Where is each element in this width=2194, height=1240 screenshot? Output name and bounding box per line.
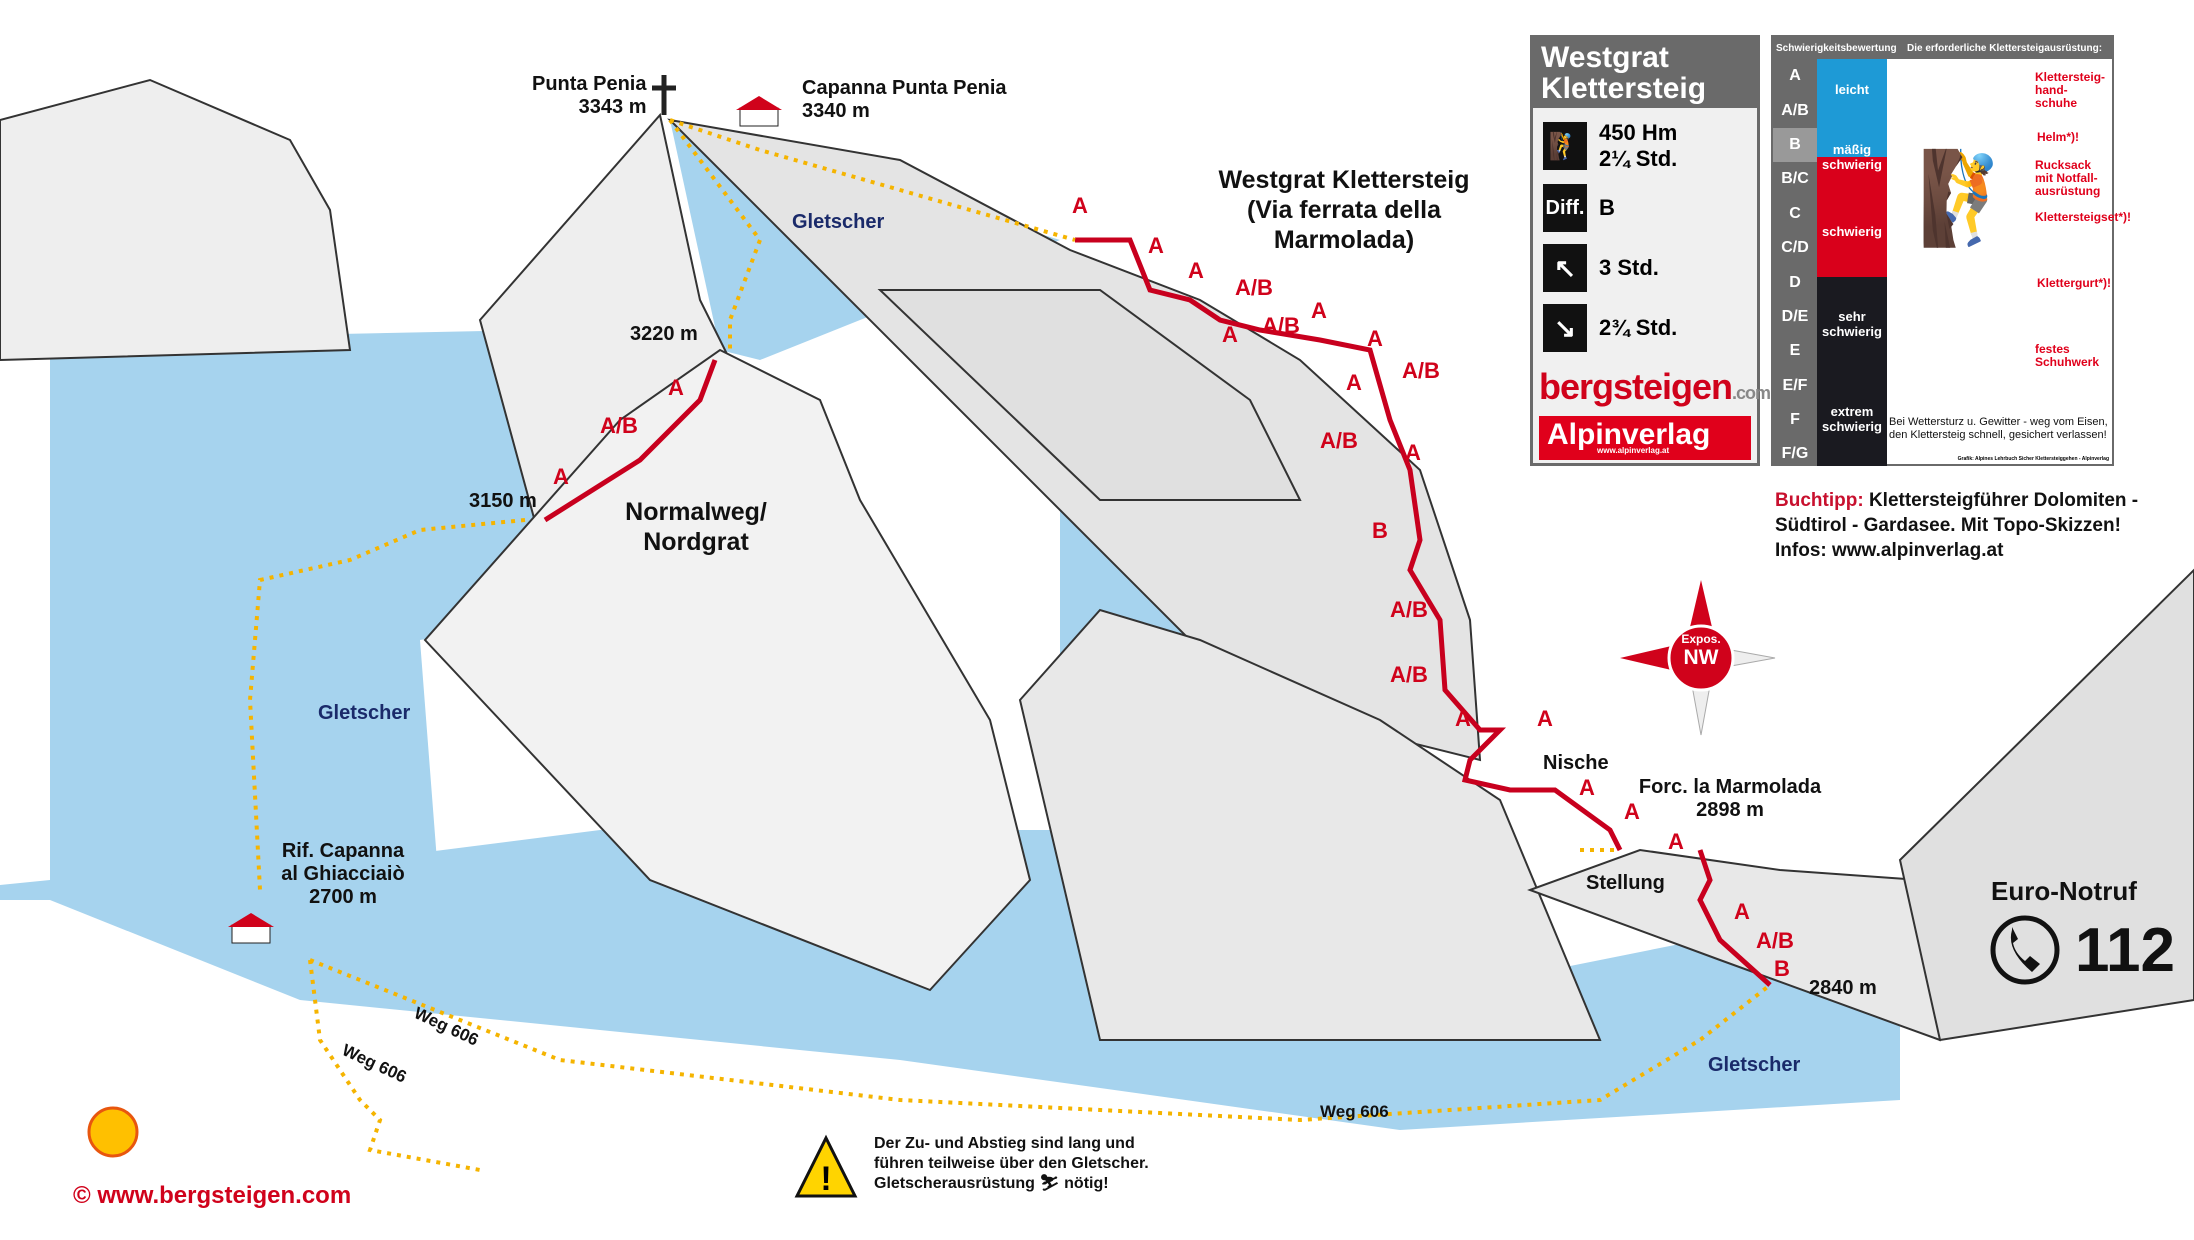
hut-icon xyxy=(228,913,274,944)
equipment-illustration: 🧗 Klettersteig-hand-schuhe Helm*)! Rucks… xyxy=(1887,59,2131,464)
route-grade-label: A xyxy=(1455,706,1471,731)
route-grade-label: A xyxy=(1346,370,1362,395)
altitude-3220: 3220 m xyxy=(630,323,698,345)
warning-icon: ! xyxy=(794,1134,858,1198)
alpinverlag-link[interactable]: Infos: www.alpinverlag.at xyxy=(1775,540,2004,561)
route-grade-label: A xyxy=(1072,193,1088,218)
route-grade-label: A xyxy=(1537,706,1553,731)
climber-figure-icon: 🧗 xyxy=(1917,149,2030,249)
copyright-link[interactable]: © www.bergsteigen.com xyxy=(73,1182,352,1209)
route-grade-label: B xyxy=(1372,518,1388,543)
compass-icon xyxy=(1620,580,1776,736)
stellung-label: Stellung xyxy=(1586,872,1665,894)
route-grade-label: A xyxy=(1668,829,1684,854)
route-grade-label: A/B xyxy=(1235,275,1273,300)
route-grade-label: A/B xyxy=(1390,597,1428,622)
route-line xyxy=(543,237,1772,987)
glacier-label: Gletscher xyxy=(1708,1054,1801,1076)
route-grade-label: B xyxy=(1774,956,1790,981)
bergsteigen-logo: bergsteigen.com xyxy=(1539,366,1771,407)
path-label: Weg 606 xyxy=(1320,1102,1389,1121)
hut-icon xyxy=(736,96,782,127)
route-grade-label: A xyxy=(1367,326,1383,351)
climber-icon: 🧗 xyxy=(1543,122,1587,170)
normalweg-label: Normalweg/Nordgrat xyxy=(625,498,767,556)
glacier-label: Gletscher xyxy=(792,211,885,233)
compass-label: Expos.NW xyxy=(1681,632,1721,670)
route-grade-label: A xyxy=(1148,233,1164,258)
hiking-paths xyxy=(247,118,1772,1172)
summit-cross-icon xyxy=(652,75,676,115)
emergency-number: 112 xyxy=(2075,916,2176,985)
approach-hiker-icon: ↖ xyxy=(1543,244,1587,292)
route-grade-label: A/B xyxy=(600,413,638,438)
glacier-label: Gletscher xyxy=(318,702,411,724)
mountains xyxy=(0,78,2194,1042)
route-grade-label: A/B xyxy=(1262,313,1300,338)
difficulty-icon: Diff. xyxy=(1543,184,1587,232)
route-grade-label: A xyxy=(1405,440,1421,465)
route-grade-label: A xyxy=(553,464,569,489)
route-grade-label: A xyxy=(1311,298,1327,323)
route-grade-label: A xyxy=(1188,258,1204,283)
phone-icon xyxy=(1990,915,2060,985)
sun-icon xyxy=(87,1106,139,1158)
book-tip: Buchtipp: Klettersteigführer Dolomiten -… xyxy=(1775,490,2139,561)
altitude-2840: 2840 m xyxy=(1809,977,1877,999)
descent-hiker-icon: ↘ xyxy=(1543,304,1587,352)
nische-label: Nische xyxy=(1543,752,1609,774)
route-grade-label: A xyxy=(668,375,684,400)
difficulty-legend: Schwierigkeitsbewertung Die erforderlich… xyxy=(1771,35,2131,466)
route-grade-label: A/B xyxy=(1390,662,1428,687)
altitude-3150: 3150 m xyxy=(469,490,537,512)
route-grade-label: A xyxy=(1734,899,1750,924)
svg-text:!: ! xyxy=(820,1160,831,1198)
route-grade-label: A/B xyxy=(1320,428,1358,453)
route-grade-label: A xyxy=(1222,322,1238,347)
route-grade-label: A xyxy=(1624,799,1640,824)
route-grade-label: A/B xyxy=(1402,358,1440,383)
emergency-title: Euro-Notruf xyxy=(1991,876,2137,906)
route-grade-label: A xyxy=(1579,775,1595,800)
route-grade-label: A/B xyxy=(1756,928,1794,953)
difficulty-bands: leicht mäßig schwierig schwierig sehr sc… xyxy=(1817,59,1887,466)
